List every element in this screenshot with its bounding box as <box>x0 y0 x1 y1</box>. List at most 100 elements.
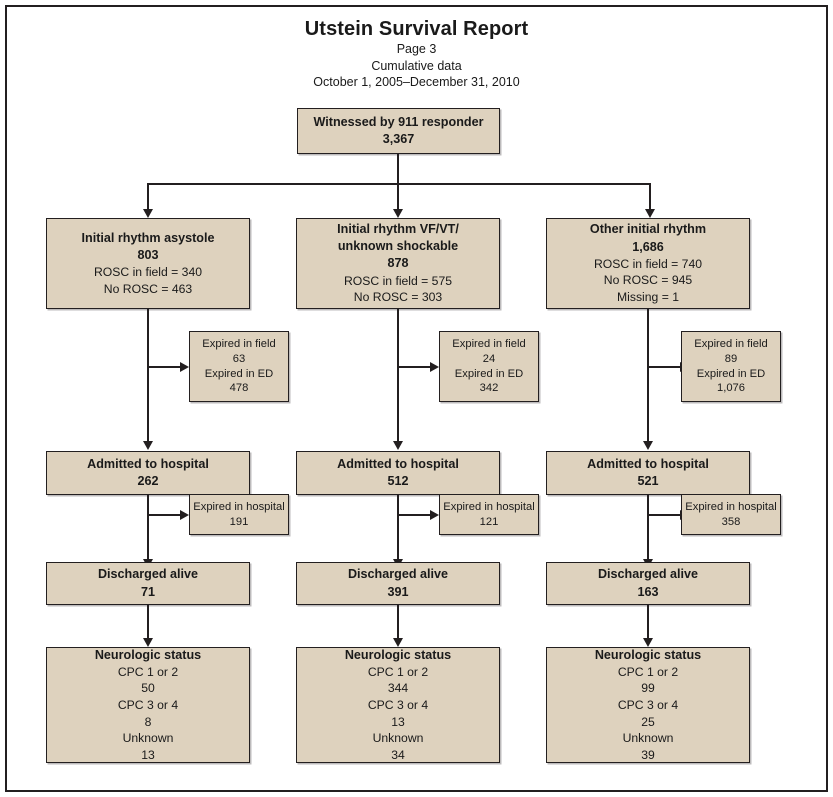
root-count: 3,367 <box>382 132 415 146</box>
neuro-unknown-value-col1: 13 <box>141 747 155 762</box>
neuro-cpc12-value-col3: 99 <box>641 681 655 696</box>
expired-prehospital-box-col1: Expired in field 63 Expired in ED 478 <box>189 331 289 402</box>
connector-col1-rhythm-trunk <box>147 309 150 441</box>
connector-col1-admitted-trunk <box>147 495 150 559</box>
arrow-col2-rhythm-to-admitted <box>392 441 403 450</box>
arrow-root-to-col2 <box>392 209 403 218</box>
neuro-box-col1: Neurologic status CPC 1 or 2 50 CPC 3 or… <box>46 647 250 763</box>
expired-hospital-box-col1: Expired in hospital 191 <box>189 494 289 535</box>
discharged-box-col3: Discharged alive 163 <box>546 562 750 605</box>
connector-col3-to-expired-hospital <box>647 514 683 517</box>
connector-col1-to-expired-prehospital <box>147 366 183 369</box>
neuro-cpc12-label-col1: CPC 1 or 2 <box>117 664 179 679</box>
expired-hospital-count-col1: 191 <box>229 515 249 528</box>
expired-hospital-box-col2: Expired in hospital 121 <box>439 494 539 535</box>
admitted-box-col2: Admitted to hospital 512 <box>296 451 500 495</box>
expired-ed-value-col2: 342 <box>479 382 499 395</box>
neuro-label-col2: Neurologic status <box>344 647 452 662</box>
discharged-label-col1: Discharged alive <box>97 567 199 582</box>
connector-root-to-col1 <box>147 183 150 210</box>
expired-field-value-col3: 89 <box>724 352 738 365</box>
neuro-cpc12-value-col2: 344 <box>387 681 409 696</box>
neuro-unknown-label-col1: Unknown <box>122 731 174 746</box>
neuro-cpc34-label-col1: CPC 3 or 4 <box>117 697 179 712</box>
admitted-count-col1: 262 <box>137 474 159 488</box>
connector-col3-to-expired-prehospital <box>647 366 683 369</box>
expired-prehospital-box-col2: Expired in field 24 Expired in ED 342 <box>439 331 539 402</box>
expired-field-label-col2: Expired in field <box>452 337 526 350</box>
arrow-root-to-col3 <box>644 209 655 218</box>
rhythm-label-line1-col3: Other initial rhythm <box>589 222 707 237</box>
arrow-col2-to-expired-prehospital <box>430 361 439 372</box>
discharged-count-col1: 71 <box>140 584 155 599</box>
arrow-col2-discharged-to-neuro <box>392 638 403 647</box>
discharged-box-col2: Discharged alive 391 <box>296 562 500 605</box>
arrow-col1-discharged-to-neuro <box>142 638 153 647</box>
neuro-unknown-label-col3: Unknown <box>622 731 674 746</box>
neuro-cpc34-value-col1: 8 <box>144 714 152 729</box>
arrow-col1-to-expired-hospital <box>180 509 189 520</box>
connector-root-to-col3 <box>649 183 652 210</box>
connector-col2-rhythm-trunk <box>397 309 400 441</box>
rhythm-label-line2-col2: unknown shockable <box>337 239 459 254</box>
arrow-col1-to-expired-prehospital <box>180 361 189 372</box>
connector-col3-rhythm-trunk <box>647 309 650 441</box>
expired-hospital-label-col1: Expired in hospital <box>193 500 285 513</box>
expired-field-value-col2: 24 <box>482 352 496 365</box>
expired-prehospital-box-col3: Expired in field 89 Expired in ED 1,076 <box>681 331 781 402</box>
expired-ed-label-col1: Expired in ED <box>204 367 274 380</box>
connector-col2-admitted-trunk <box>397 495 400 559</box>
expired-field-label-col1: Expired in field <box>202 337 276 350</box>
admitted-label-col3: Admitted to hospital <box>587 456 709 471</box>
rhythm-detail-missing-col3: Missing = 1 <box>617 289 679 304</box>
neuro-cpc34-label-col3: CPC 3 or 4 <box>617 697 679 712</box>
rhythm-box-col1: Initial rhythm asystole 803 ROSC in fiel… <box>46 218 250 309</box>
admitted-box-col1: Admitted to hospital 262 <box>46 451 250 495</box>
neuro-cpc34-label-col2: CPC 3 or 4 <box>367 697 429 712</box>
expired-hospital-label-col3: Expired in hospital <box>685 500 777 513</box>
connector-col1-to-expired-hospital <box>147 514 183 517</box>
discharged-box-col1: Discharged alive 71 <box>46 562 250 605</box>
discharged-count-col2: 391 <box>387 584 409 599</box>
connector-col2-to-expired-hospital <box>397 514 433 517</box>
rhythm-detail-norosc-col2: No ROSC = 303 <box>353 290 443 305</box>
rhythm-detail-rosc-col3: ROSC in field = 740 <box>593 256 703 271</box>
expired-hospital-count-col3: 358 <box>721 515 741 528</box>
neuro-cpc12-value-col1: 50 <box>141 681 155 696</box>
rhythm-count-col2: 878 <box>387 256 409 271</box>
neuro-label-col1: Neurologic status <box>94 647 202 662</box>
neuro-unknown-value-col3: 39 <box>641 747 655 762</box>
discharged-label-col3: Discharged alive <box>597 567 699 582</box>
rhythm-detail-norosc-col1: No ROSC = 463 <box>103 281 193 296</box>
admitted-count-col2: 512 <box>387 474 409 488</box>
neuro-cpc12-label-col2: CPC 1 or 2 <box>367 664 429 679</box>
admitted-label-col1: Admitted to hospital <box>87 456 209 471</box>
neuro-label-col3: Neurologic status <box>594 647 702 662</box>
neuro-box-col3: Neurologic status CPC 1 or 2 99 CPC 3 or… <box>546 647 750 763</box>
rhythm-detail-rosc-col2: ROSC in field = 575 <box>343 273 453 288</box>
rhythm-box-col3: Other initial rhythm 1,686 ROSC in field… <box>546 218 750 309</box>
expired-ed-label-col2: Expired in ED <box>454 367 524 380</box>
expired-field-value-col1: 63 <box>232 352 246 365</box>
neuro-unknown-label-col2: Unknown <box>372 731 424 746</box>
arrow-col3-discharged-to-neuro <box>642 638 653 647</box>
discharged-count-col3: 163 <box>637 584 659 599</box>
arrow-col2-to-expired-hospital <box>430 509 439 520</box>
page-title: Utstein Survival Report <box>304 18 529 40</box>
neuro-cpc34-value-col2: 13 <box>391 714 405 729</box>
rhythm-box-col2: Initial rhythm VF/VT/ unknown shockable … <box>296 218 500 309</box>
expired-ed-label-col3: Expired in ED <box>696 367 766 380</box>
arrow-col3-rhythm-to-admitted <box>642 441 653 450</box>
data-kind-label: Cumulative data <box>371 58 462 73</box>
neuro-cpc34-value-col3: 25 <box>641 714 655 729</box>
rhythm-label-line1-col2: Initial rhythm VF/VT/ <box>337 222 459 237</box>
connector-root-to-col2 <box>397 183 400 210</box>
rhythm-count-col3: 1,686 <box>632 239 664 254</box>
neuro-box-col2: Neurologic status CPC 1 or 2 344 CPC 3 o… <box>296 647 500 763</box>
admitted-box-col3: Admitted to hospital 521 <box>546 451 750 495</box>
expired-ed-value-col1: 478 <box>229 382 249 395</box>
expired-field-label-col3: Expired in field <box>694 337 768 350</box>
expired-hospital-count-col2: 121 <box>479 515 499 528</box>
admitted-count-col3: 521 <box>637 474 659 488</box>
